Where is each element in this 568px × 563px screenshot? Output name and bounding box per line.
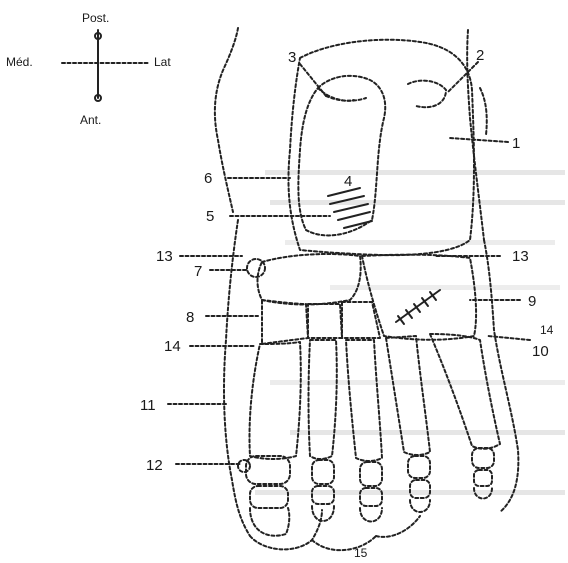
toe-4-phalanges	[408, 456, 430, 512]
navicular-outline	[258, 254, 361, 305]
compass-ant-label: Ant.	[80, 113, 101, 127]
cuboid-hatching	[396, 290, 440, 324]
label-8: 8	[186, 309, 194, 326]
leader-lines	[168, 62, 530, 464]
midfoot-bones	[247, 254, 476, 344]
compass-post-label: Post.	[82, 11, 109, 25]
hindfoot-bones	[288, 40, 474, 255]
compass-med-label: Méd.	[6, 55, 33, 69]
label-13-right: 13	[512, 248, 529, 265]
label-1: 1	[512, 135, 520, 152]
orientation-compass: Post. Méd. Lat Ant.	[6, 11, 171, 127]
label-6: 6	[204, 170, 212, 187]
metatarsal-4	[386, 336, 430, 455]
label-9: 9	[528, 293, 536, 310]
label-12: 12	[146, 457, 163, 474]
label-3: 3	[288, 49, 296, 66]
forefoot-bones	[224, 220, 518, 550]
cuboid-outline	[362, 255, 476, 340]
label-10: 10	[532, 343, 549, 360]
label-14-right: 14	[540, 323, 554, 337]
label-5: 5	[206, 208, 214, 225]
metatarsal-3	[346, 340, 382, 461]
metatarsal-1	[249, 342, 300, 459]
label-2: 2	[476, 47, 484, 64]
sesamoid-7	[247, 259, 265, 277]
compass-lat-label: Lat	[154, 55, 171, 69]
label-14-left: 14	[164, 338, 181, 355]
label-13-left: 13	[156, 248, 173, 265]
toe-1-phalanges	[238, 456, 290, 536]
talus-hatching	[328, 188, 372, 228]
label-11: 11	[140, 397, 156, 414]
cuneiform-intermediate	[308, 304, 342, 338]
label-7: 7	[194, 263, 202, 280]
label-4: 4	[344, 173, 352, 190]
cuneiform-medial	[262, 300, 308, 344]
label-15: 15	[354, 546, 368, 560]
calcaneus-outline	[288, 40, 474, 255]
bleed-through-text	[255, 170, 565, 495]
metatarsal-2	[309, 340, 337, 459]
